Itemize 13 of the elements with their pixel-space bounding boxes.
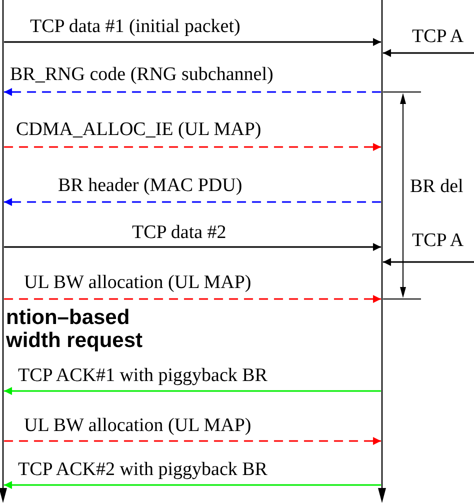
edge-label: TCP data #1 (initial packet) [30, 16, 240, 38]
edge-label: TCP data #2 [132, 222, 226, 244]
edge-label: UL BW allocation (UL MAP) [24, 415, 252, 437]
edge-label: BR header (MAC PDU) [58, 175, 242, 197]
edge-label: TCP ACK#2 with piggyback BR [18, 459, 268, 481]
edge-label: BR_RNG code (RNG subchannel) [10, 64, 274, 86]
edge-label: CDMA_ALLOC_IE (UL MAP) [16, 119, 262, 141]
edge-label: TCP A [412, 26, 464, 48]
edge-label: UL BW allocation (UL MAP) [24, 272, 252, 294]
note-label: BR del [410, 176, 464, 198]
edge-label: TCP A [412, 230, 464, 252]
edge-label: TCP ACK#1 with piggyback BR [18, 365, 268, 387]
lifeline [375, 0, 389, 504]
